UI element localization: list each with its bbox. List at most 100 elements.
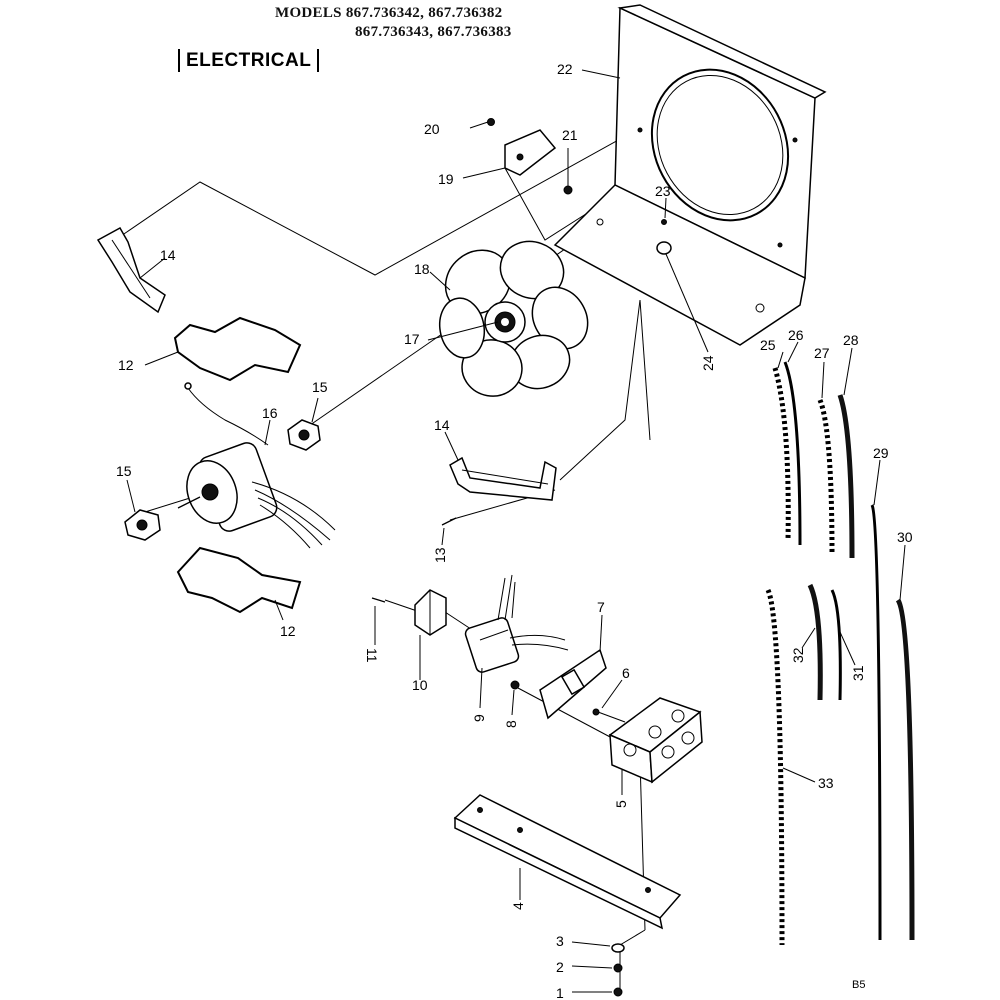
grommet-24 [656, 241, 672, 255]
leader-12-top [144, 351, 179, 366]
callout-20: 20 [424, 121, 440, 137]
shroud-rivet-c [777, 242, 783, 248]
capacitor-9-band [479, 629, 509, 641]
locknut-15-right-bore [298, 429, 310, 441]
base-plate-4 [453, 794, 682, 919]
guide-line-bracket-14-lower [559, 299, 641, 481]
callout-7: 7 [597, 599, 605, 615]
callout-22: 22 [557, 61, 573, 77]
motor-lead-3 [259, 504, 311, 549]
base-plate-hole-c [645, 887, 651, 893]
guide-line-nut-8 [517, 687, 613, 739]
knockout-e [681, 731, 695, 745]
screw-6 [592, 708, 600, 716]
motor-ground-wire [187, 387, 269, 446]
shroud-bottom-flange [553, 184, 806, 346]
wire-32 [807, 583, 823, 701]
leader-29 [873, 459, 881, 506]
leader-31 [839, 631, 856, 666]
wire-28 [837, 394, 855, 559]
fan-hub-bore [501, 318, 509, 326]
callout-28: 28 [843, 332, 859, 348]
callout-33: 33 [818, 775, 834, 791]
guide-line-nut-15-left [144, 497, 191, 513]
screw-21 [563, 185, 573, 195]
capacitor-9-leads [497, 574, 516, 621]
motor-bracket-top [96, 226, 166, 314]
control-components [371, 574, 703, 997]
callout-32: 32 [790, 647, 806, 663]
callout-1: 1 [556, 985, 564, 1000]
wire-27 [817, 399, 835, 556]
callout-27: 27 [814, 345, 830, 361]
screw-20 [487, 118, 495, 126]
leader-9 [479, 667, 483, 709]
knockout-b [648, 725, 662, 739]
shroud-mount-hole [755, 303, 765, 313]
wire-26 [783, 361, 802, 546]
callout-23: 23 [655, 183, 671, 199]
washer-3 [611, 943, 625, 953]
leader-16 [264, 419, 271, 446]
motor-ground-terminal [184, 382, 192, 390]
models-line-2: 867.736343, 867.736383 [355, 24, 512, 40]
callout-12-bottom: 12 [280, 623, 296, 639]
mount-bracket-19-hole [516, 153, 524, 161]
page-number: B5 [852, 979, 865, 991]
leader-20 [469, 121, 489, 129]
guide-line-bracket-top [117, 127, 641, 276]
leader-26 [787, 341, 799, 363]
leader-23 [664, 197, 667, 219]
mount-bracket-19 [504, 129, 557, 176]
shroud-rivet-b [792, 137, 798, 143]
wire-33 [765, 588, 785, 946]
callout-15-right: 15 [312, 379, 328, 395]
fan-blade-6 [438, 297, 486, 359]
leader-33 [782, 767, 816, 783]
callout-10: 10 [412, 677, 428, 693]
callout-13: 13 [432, 547, 448, 563]
motor-shaft [177, 496, 201, 509]
capacitor-9 [464, 617, 520, 673]
leader-24 [665, 253, 709, 353]
leader-32 [801, 627, 816, 649]
guide-line-mount-screws [619, 929, 646, 995]
callout-24: 24 [700, 355, 716, 371]
gasket-12-top [173, 316, 302, 382]
guide-line-screw-11 [384, 599, 421, 613]
locknut-15-left [124, 509, 161, 541]
motor-shaft-hub [201, 483, 219, 501]
screw-23 [661, 219, 667, 225]
wire-30 [895, 598, 915, 941]
callout-19: 19 [438, 171, 454, 187]
base-plate-hole-b [517, 827, 523, 833]
capacitor-9-wires [509, 634, 569, 651]
callout-5: 5 [613, 800, 629, 808]
callout-14-top: 14 [160, 247, 176, 263]
callout-26: 26 [788, 327, 804, 343]
leader-15-left [126, 479, 136, 513]
knockout-a [623, 743, 637, 757]
fan-blade-assembly [438, 240, 589, 397]
callout-29: 29 [873, 445, 889, 461]
motor-bracket-14-top-edge [111, 239, 151, 299]
section-title: ELECTRICAL [178, 49, 320, 72]
switch-7 [560, 668, 586, 696]
leader-12-bottom [274, 599, 284, 621]
leader-30 [899, 544, 906, 601]
shroud-fan-opening [650, 68, 790, 222]
shroud-top-flange [617, 4, 827, 99]
leader-25 [777, 351, 784, 369]
callout-14-lower: 14 [434, 417, 450, 433]
wire-25 [772, 367, 791, 541]
screw-11 [371, 597, 386, 603]
guide-line-screw-6 [597, 711, 626, 723]
motor-bracket-14-lower [449, 456, 557, 501]
callout-8: 8 [503, 720, 519, 728]
callout-labels: 1 2 3 4 5 6 7 8 9 10 11 12 12 13 14 14 1… [116, 61, 913, 1000]
locknut-15-right [287, 419, 321, 451]
callout-leaders [126, 69, 906, 993]
fan-blade-2 [499, 240, 565, 300]
shroud-fan-ring [656, 74, 784, 216]
